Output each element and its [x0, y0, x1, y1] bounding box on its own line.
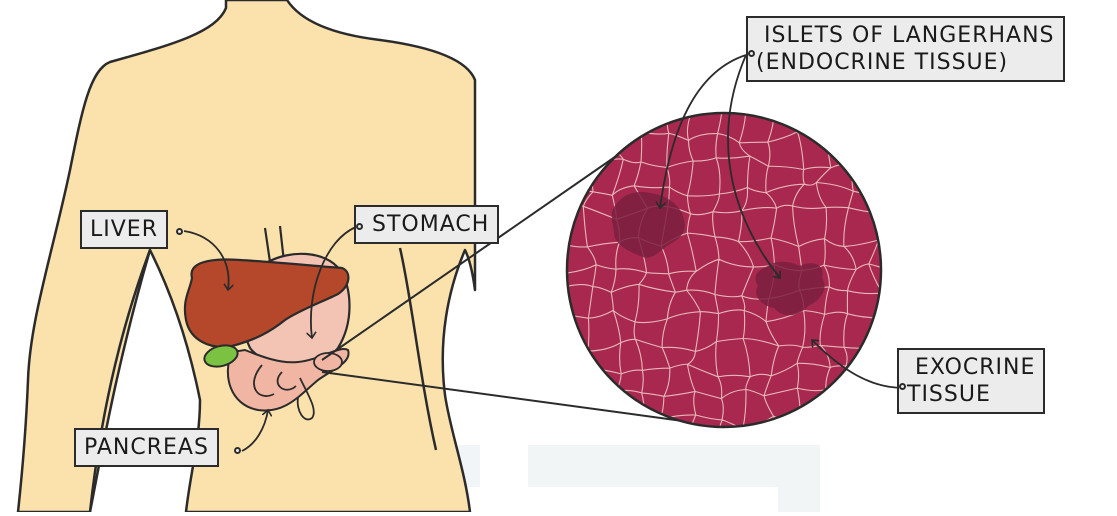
exocrine-label-line1: EXOCRINE: [907, 354, 1035, 381]
stomach-label-dot: [356, 223, 363, 230]
exocrine-label-line2: TISSUE: [907, 381, 1035, 408]
islets-label-line1: ISLETS OF LANGERHANS: [756, 22, 1055, 49]
stomach-label: STOMACH: [354, 205, 499, 244]
stomach-label-text: STOMACH: [364, 211, 489, 238]
liver-label-text: LIVER: [90, 216, 158, 243]
pancreas-label-text: PANCREAS: [84, 434, 209, 461]
liver-label-dot: [176, 228, 183, 235]
exocrine-label: EXOCRINE TISSUE: [897, 348, 1045, 414]
exocrine-label-dot: [899, 383, 906, 390]
pancreas-label-dot: [234, 447, 241, 454]
islets-label-dot: [748, 50, 755, 57]
pancreas-label: PANCREAS: [74, 428, 219, 467]
islets-label-line2: (ENDOCRINE TISSUE): [756, 49, 1055, 76]
tissue-magnification: [557, 103, 910, 455]
islets-label: ISLETS OF LANGERHANS (ENDOCRINE TISSUE): [746, 16, 1065, 82]
liver-label: LIVER: [80, 210, 168, 249]
